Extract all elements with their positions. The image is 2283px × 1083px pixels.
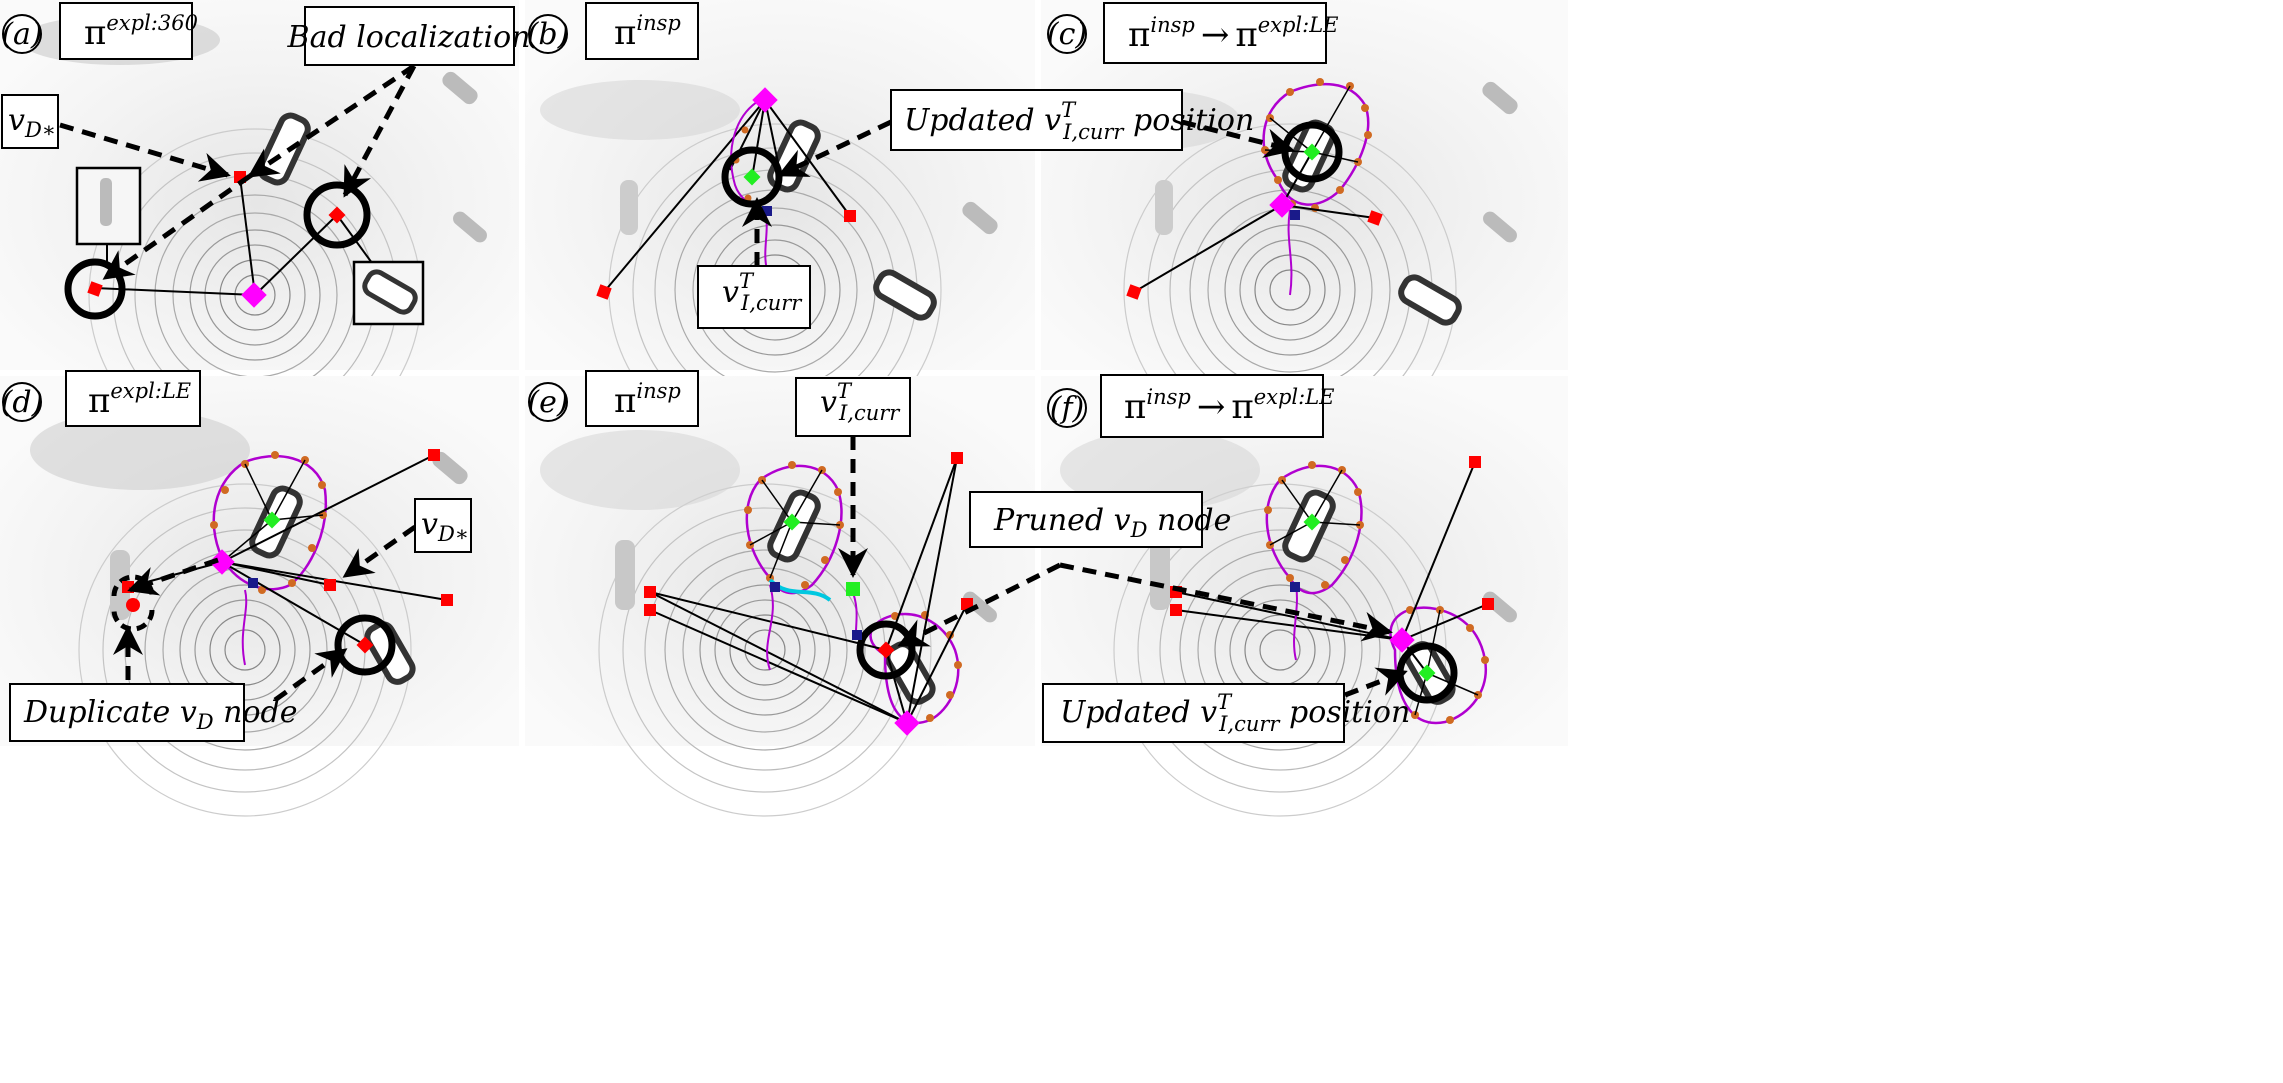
current-node	[1303, 513, 1321, 531]
graph-node	[644, 586, 656, 598]
robot-marker	[894, 710, 920, 736]
current-node	[846, 582, 860, 596]
annotation-arrows	[59, 63, 1408, 703]
graph-node	[324, 579, 336, 591]
panel-letter-d: (d)	[1, 382, 44, 422]
pruned-node-circle	[856, 620, 916, 680]
policy-label-f: πinsp→πexpl:LE	[1100, 374, 1334, 438]
vd-star-label-a: vD∗	[1, 94, 59, 149]
svg-text:πinsp: πinsp	[614, 11, 681, 53]
graph-node	[1367, 210, 1383, 226]
graph-node	[877, 641, 895, 659]
panel-letter-b: (b)	[527, 14, 570, 54]
node-circle	[334, 614, 396, 676]
svg-text:πexpl:360: πexpl:360	[84, 11, 198, 53]
pruned-node-label: Pruned vD node	[969, 491, 1231, 548]
vd-star-label-d: vD∗	[414, 498, 472, 553]
graph-node	[428, 449, 440, 461]
robot-marker	[752, 87, 778, 113]
policy-label-d: πexpl:LE	[65, 370, 201, 427]
svg-text:πexpl:LE: πexpl:LE	[88, 379, 191, 421]
panel-letter-c: (c)	[1047, 14, 1087, 54]
bad-localization-circle	[64, 258, 126, 320]
graph-node	[328, 206, 346, 224]
svg-text:πinsp: πinsp	[614, 379, 681, 421]
graph-node	[961, 598, 973, 610]
graph-node	[441, 594, 453, 606]
svg-text:(c): (c)	[1047, 17, 1087, 52]
graph-node	[1126, 284, 1142, 300]
svg-text:(a): (a)	[1, 17, 42, 52]
panel-e-graph	[644, 452, 973, 736]
policy-label-a: πexpl:360	[59, 2, 198, 60]
svg-text:(f): (f)	[1050, 391, 1085, 426]
svg-text:πinsp→πexpl:LE: πinsp→πexpl:LE	[1124, 385, 1334, 427]
graph-node	[844, 210, 856, 222]
graph-node	[1170, 604, 1182, 616]
graph-node	[644, 604, 656, 616]
panel-letter-e: (e)	[527, 382, 569, 422]
policy-label-e: πinsp	[585, 370, 699, 427]
current-node	[743, 168, 761, 186]
graph-node	[356, 636, 374, 654]
robot-marker	[209, 549, 235, 575]
graph-node	[122, 581, 134, 593]
bad-localization-circle	[303, 181, 371, 249]
svg-text:(e): (e)	[527, 385, 568, 420]
panel-letter-f: (f)	[1047, 388, 1087, 428]
svg-text:Updated vTI,curr position: Updated vTI,curr position	[1060, 690, 1410, 736]
current-node	[1418, 664, 1436, 682]
svg-text:(b): (b)	[527, 17, 570, 52]
graph-node	[596, 284, 612, 300]
svg-text:Duplicate vD node: Duplicate vD node	[23, 695, 298, 734]
svg-text:vTI,curr: vTI,curr	[722, 269, 803, 315]
graph-node	[87, 281, 103, 297]
panel-letter-a: (a)	[1, 14, 43, 54]
graph-node	[1469, 456, 1481, 468]
svg-text:vTI,curr: vTI,curr	[820, 379, 901, 425]
svg-text:Pruned vD node: Pruned vD node	[993, 503, 1231, 542]
current-node	[783, 513, 801, 531]
bad-localization-label: Bad localization	[287, 6, 531, 66]
duplicate-node-label: Duplicate vD node	[9, 683, 298, 742]
svg-text:πinsp→πexpl:LE: πinsp→πexpl:LE	[1128, 13, 1338, 55]
graph-node	[951, 452, 963, 464]
policy-label-b: πinsp	[585, 2, 699, 60]
panel-a-graph	[64, 166, 425, 326]
panel-f-background	[1041, 376, 1568, 817]
svg-text:vD∗: vD∗	[421, 507, 469, 546]
svg-text:Bad localization: Bad localization	[287, 20, 531, 55]
policy-label-c: πinsp→πexpl:LE	[1103, 2, 1338, 64]
svg-text:vD∗: vD∗	[8, 103, 56, 142]
current-node	[263, 511, 281, 529]
svg-text:(d): (d)	[1, 385, 44, 420]
robot-marker	[241, 282, 267, 308]
panel-e-background	[525, 376, 1035, 817]
svg-text:Updated vTI,curr position: Updated vTI,curr position	[904, 98, 1254, 144]
graph-node	[1482, 598, 1494, 610]
